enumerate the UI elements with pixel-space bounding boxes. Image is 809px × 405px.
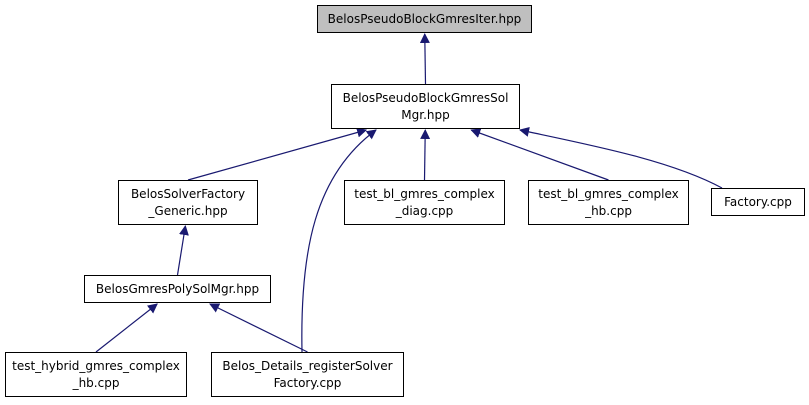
node-label-line: Factory.cpp [273,375,342,390]
edge-details_registersolverfactory_cpp-to-gmrespolysolmgr_hpp [209,303,308,353]
edge-details_registersolverfactory_cpp-to-solmgr_hpp [301,129,377,353]
node-label-line: _hb.cpp [585,203,632,218]
edge-solverfactory_generic_hpp-to-solmgr_hpp [187,127,368,181]
node-belos-gmres-poly-sol-mgr-hpp[interactable]: BelosGmresPolySolMgr.hpp [84,275,271,303]
node-label-line: BelosPseudoBlockGmresSol [342,90,509,105]
node-belos-pseudo-block-gmres-sol-mgr-hpp[interactable]: BelosPseudoBlockGmresSol Mgr.hpp [331,84,520,129]
edge-test_bl_gmres_complex_diag_cpp-to-solmgr_hpp [420,129,431,181]
node-label-line: test_bl_gmres_complex [354,186,495,201]
node-label-line: _Generic.hpp [148,203,228,218]
node-test-bl-gmres-complex-diag-cpp[interactable]: test_bl_gmres_complex _diag.cpp [344,180,505,225]
edge-test_bl_gmres_complex_hb_cpp-to-solmgr_hpp [470,128,609,181]
edge-gmrespolysolmgr_hpp-to-solverfactory_generic_hpp [176,225,189,276]
node-factory-cpp[interactable]: Factory.cpp [711,188,805,216]
node-label-line: Factory.cpp [724,194,792,209]
edge-layer [95,33,723,353]
edge-test_hybrid_gmres_complex_hb_cpp-to-gmrespolysolmgr_hpp [95,303,158,353]
node-label-line: BelosPseudoBlockGmresIter.hpp [327,11,522,26]
node-belos-solver-factory-generic-hpp[interactable]: BelosSolverFactory _Generic.hpp [118,180,258,225]
node-label-line: BelosSolverFactory [130,186,246,201]
node-label-line: test_hybrid_gmres_complex [12,358,180,373]
node-test-hybrid-gmres-complex-hb-cpp[interactable]: test_hybrid_gmres_complex _hb.cpp [5,352,187,397]
node-belos-details-register-solver-factory-cpp[interactable]: Belos_Details_registerSolver Factory.cpp [211,352,404,397]
node-label-line: _hb.cpp [72,375,120,390]
node-label-line: Belos_Details_registerSolver [222,358,393,373]
node-label-line: _diag.cpp [395,203,454,218]
node-belos-pseudo-block-gmres-iter-hpp: BelosPseudoBlockGmresIter.hpp [317,5,532,33]
edge-factory_cpp-to-solmgr_hpp [519,126,723,189]
node-label-line: BelosGmresPolySolMgr.hpp [95,281,260,296]
node-test-bl-gmres-complex-hb-cpp[interactable]: test_bl_gmres_complex _hb.cpp [528,180,689,225]
edge-solmgr_hpp-to-iter_hpp [419,33,430,85]
node-label-line: Mgr.hpp [401,107,450,122]
node-label-line: test_bl_gmres_complex [538,186,679,201]
